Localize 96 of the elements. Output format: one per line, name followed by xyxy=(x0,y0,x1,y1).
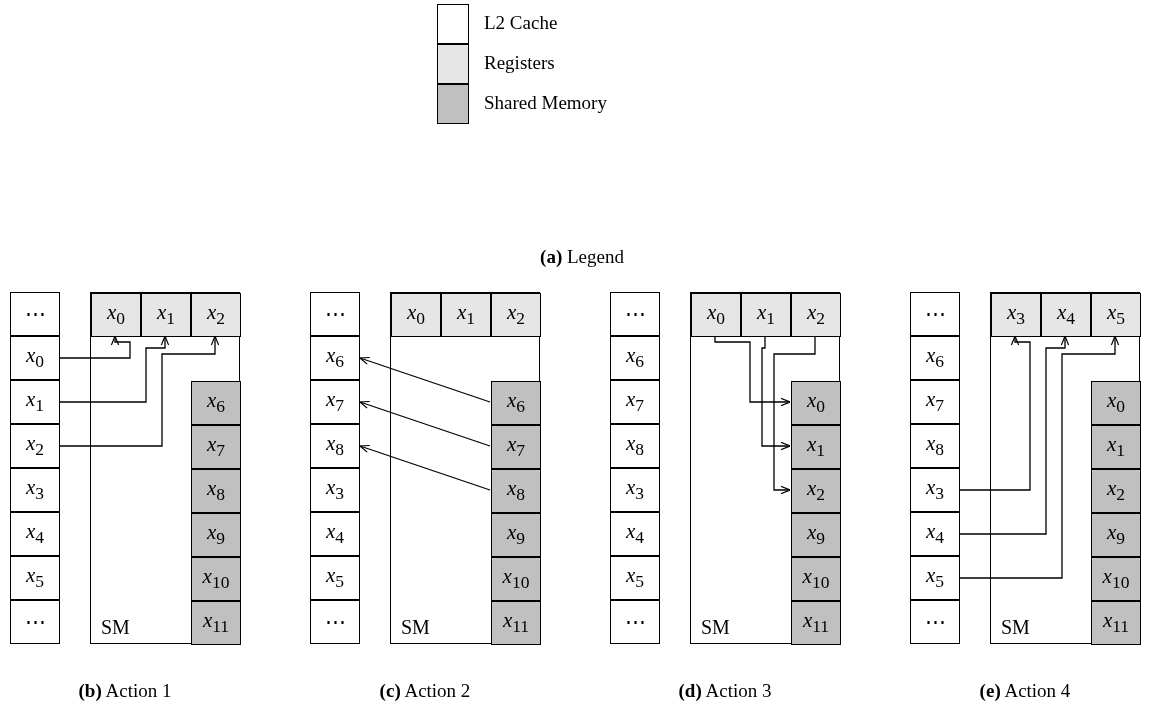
register-cell: x$_{5}$ xyxy=(1091,293,1141,337)
sm-label: SM xyxy=(401,616,430,639)
shared-memory-cell: x$_{9}$ xyxy=(1091,513,1141,557)
caption: (e) Action 4 xyxy=(979,680,1071,702)
sm-label: SM xyxy=(1001,616,1030,639)
legend-label: Registers xyxy=(484,52,555,74)
register-cell: x$_{2}$ xyxy=(191,293,241,337)
caption: (b) Action 1 xyxy=(78,680,172,702)
cache-cell: x$_{7}$ xyxy=(310,380,360,424)
sm-label: SM xyxy=(101,616,130,639)
register-cell: x$_{1}$ xyxy=(441,293,491,337)
cache-cell: x$_{5}$ xyxy=(310,556,360,600)
shared-memory-cell: x$_{10}$ xyxy=(491,557,541,601)
arrow xyxy=(714,335,791,407)
shared-memory-cell: x$_{2}$ xyxy=(791,469,841,513)
shared-memory-cell: x$_{9}$ xyxy=(491,513,541,557)
cache-cell: ⋯ xyxy=(310,600,360,644)
legend-label: L2 Cache xyxy=(484,12,558,34)
shared-memory-cell: x$_{1}$ xyxy=(1091,425,1141,469)
cache-cell: x$_{0}$ xyxy=(10,336,60,380)
cache-cell: x$_{5}$ xyxy=(10,556,60,600)
sm-block xyxy=(390,292,540,644)
cache-cell: ⋯ xyxy=(910,600,960,644)
cache-cell: x$_{6}$ xyxy=(610,336,660,380)
shared-memory-cell: x$_{1}$ xyxy=(791,425,841,469)
register-cell: x$_{0}$ xyxy=(391,293,441,337)
caption: (a) Legend xyxy=(540,246,624,268)
arrow xyxy=(359,400,491,447)
shared-memory-cell: x$_{8}$ xyxy=(191,469,241,513)
shared-memory-cell: x$_{10}$ xyxy=(1091,557,1141,601)
shared-memory-cell: x$_{6}$ xyxy=(491,381,541,425)
cache-cell: x$_{4}$ xyxy=(310,512,360,556)
arrow xyxy=(773,335,816,495)
cache-cell: x$_{3}$ xyxy=(310,468,360,512)
arrow xyxy=(59,335,220,447)
register-cell: x$_{1}$ xyxy=(741,293,791,337)
shared-memory-cell: x$_{9}$ xyxy=(791,513,841,557)
cache-cell: x$_{3}$ xyxy=(610,468,660,512)
arrow xyxy=(59,335,170,403)
arrow xyxy=(761,335,791,451)
register-cell: x$_{0}$ xyxy=(691,293,741,337)
cache-cell: x$_{8}$ xyxy=(310,424,360,468)
register-cell: x$_{1}$ xyxy=(141,293,191,337)
shared-memory-cell: x$_{7}$ xyxy=(491,425,541,469)
cache-cell: ⋯ xyxy=(610,600,660,644)
shared-memory-cell: x$_{11}$ xyxy=(1091,601,1141,645)
shared-memory-cell: x$_{9}$ xyxy=(191,513,241,557)
cache-cell: x$_{3}$ xyxy=(10,468,60,512)
sm-block xyxy=(690,292,840,644)
arrow xyxy=(959,335,1070,535)
shared-memory-cell: x$_{0}$ xyxy=(1091,381,1141,425)
caption: (d) Action 3 xyxy=(678,680,772,702)
shared-memory-cell: x$_{2}$ xyxy=(1091,469,1141,513)
cache-cell: x$_{4}$ xyxy=(10,512,60,556)
cache-cell: x$_{4}$ xyxy=(910,512,960,556)
shared-memory-cell: x$_{10}$ xyxy=(191,557,241,601)
cache-cell: x$_{5}$ xyxy=(910,556,960,600)
cache-cell: x$_{2}$ xyxy=(10,424,60,468)
register-cell: x$_{2}$ xyxy=(791,293,841,337)
cache-cell: x$_{7}$ xyxy=(910,380,960,424)
register-cell: x$_{3}$ xyxy=(991,293,1041,337)
cache-cell: ⋯ xyxy=(310,292,360,336)
cache-cell: x$_{1}$ xyxy=(10,380,60,424)
cache-cell: ⋯ xyxy=(10,292,60,336)
shared-memory-cell: x$_{11}$ xyxy=(191,601,241,645)
shared-memory-cell: x$_{10}$ xyxy=(791,557,841,601)
register-cell: x$_{0}$ xyxy=(91,293,141,337)
shared-memory-cell: x$_{8}$ xyxy=(491,469,541,513)
shared-memory-cell: x$_{6}$ xyxy=(191,381,241,425)
cache-cell: x$_{5}$ xyxy=(610,556,660,600)
sm-block xyxy=(90,292,240,644)
cache-cell: ⋯ xyxy=(910,292,960,336)
legend-label: Shared Memory xyxy=(484,92,607,114)
shared-memory-cell: x$_{11}$ xyxy=(791,601,841,645)
arrow xyxy=(59,335,131,359)
arrow xyxy=(359,356,491,403)
register-cell: x$_{2}$ xyxy=(491,293,541,337)
arrow xyxy=(959,335,1031,491)
sm-label: SM xyxy=(701,616,730,639)
arrow xyxy=(359,444,491,491)
cache-cell: x$_{7}$ xyxy=(610,380,660,424)
register-cell: x$_{4}$ xyxy=(1041,293,1091,337)
shared-memory-cell: x$_{0}$ xyxy=(791,381,841,425)
shared-memory-cell: x$_{11}$ xyxy=(491,601,541,645)
cache-cell: x$_{6}$ xyxy=(310,336,360,380)
cache-cell: x$_{4}$ xyxy=(610,512,660,556)
shared-memory-cell: x$_{7}$ xyxy=(191,425,241,469)
cache-cell: x$_{8}$ xyxy=(910,424,960,468)
cache-cell: x$_{8}$ xyxy=(610,424,660,468)
cache-cell: x$_{3}$ xyxy=(910,468,960,512)
cache-cell: x$_{6}$ xyxy=(910,336,960,380)
sm-block xyxy=(990,292,1140,644)
cache-cell: ⋯ xyxy=(610,292,660,336)
caption: (c) Action 2 xyxy=(379,680,471,702)
cache-cell: ⋯ xyxy=(10,600,60,644)
arrow xyxy=(959,335,1120,579)
